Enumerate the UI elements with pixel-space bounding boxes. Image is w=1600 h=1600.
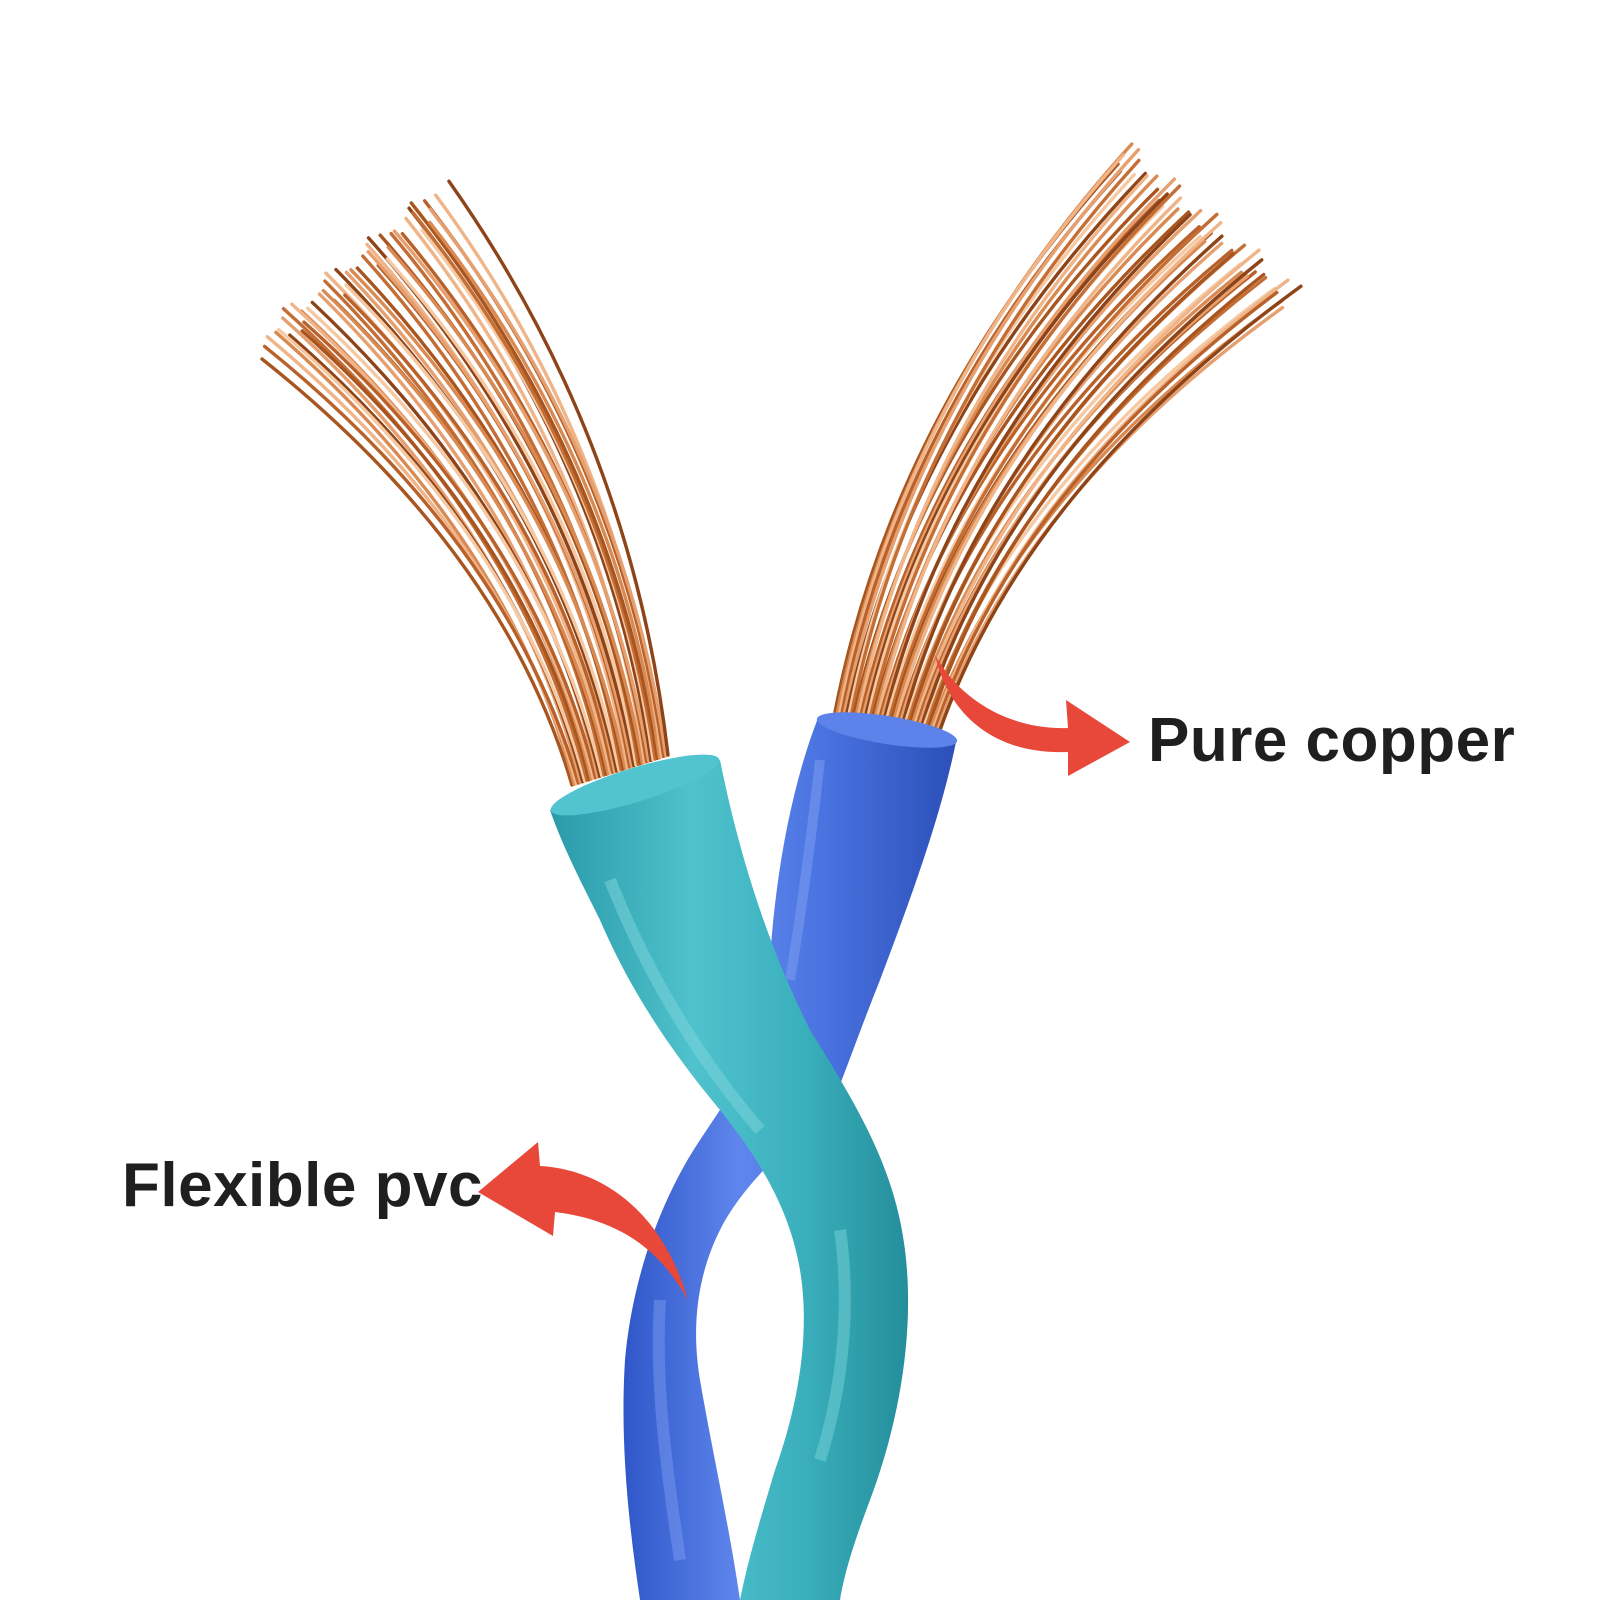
copper-strand <box>344 283 621 773</box>
pure-copper-label: Pure copper <box>1148 706 1516 775</box>
copper-strand <box>343 293 615 775</box>
copper-strand <box>849 158 1141 717</box>
copper-strand <box>893 221 1223 725</box>
copper-strand <box>868 184 1182 720</box>
copper-strand <box>928 298 1284 731</box>
copper-strands-right <box>833 142 1303 732</box>
copper-strand <box>392 229 651 763</box>
copper-strand <box>919 258 1264 729</box>
copper-strand <box>875 196 1183 721</box>
copper-strand <box>912 248 1261 728</box>
copper-strand <box>863 192 1169 719</box>
copper-strand <box>842 147 1141 716</box>
copper-strands-left <box>260 179 670 787</box>
copper-strand <box>900 234 1224 726</box>
copper-strand <box>260 357 574 787</box>
copper-strand <box>882 212 1192 723</box>
flexible-pvc-label: Flexible pvc <box>122 1151 483 1220</box>
teal-wire <box>550 754 909 1600</box>
copper-strand <box>409 201 660 761</box>
copper-strand <box>861 177 1177 719</box>
copper-strand <box>837 153 1125 715</box>
copper-strand <box>428 207 668 758</box>
copper-strand <box>907 251 1236 727</box>
copper-strand <box>411 211 657 761</box>
copper-strand <box>302 320 598 780</box>
copper-strand <box>926 272 1266 730</box>
arrow-to-pvc <box>478 1142 688 1300</box>
copper-strand <box>321 289 610 776</box>
copper-strand <box>349 268 628 771</box>
blue-wire <box>623 712 958 1600</box>
copper-strand <box>277 327 587 783</box>
copper-strand <box>938 284 1303 732</box>
copper-strand <box>262 344 581 785</box>
copper-strand <box>386 245 645 765</box>
copper-strand <box>856 174 1149 718</box>
copper-strand <box>886 212 1219 723</box>
copper-strand <box>385 257 638 767</box>
copper-strand <box>366 250 634 769</box>
copper-strand <box>305 306 604 778</box>
copper-strand <box>447 179 670 757</box>
copper-strand <box>427 220 662 760</box>
copper-strand <box>300 329 591 782</box>
arrow-to-copper <box>935 655 1130 776</box>
copper-strand <box>933 290 1279 731</box>
